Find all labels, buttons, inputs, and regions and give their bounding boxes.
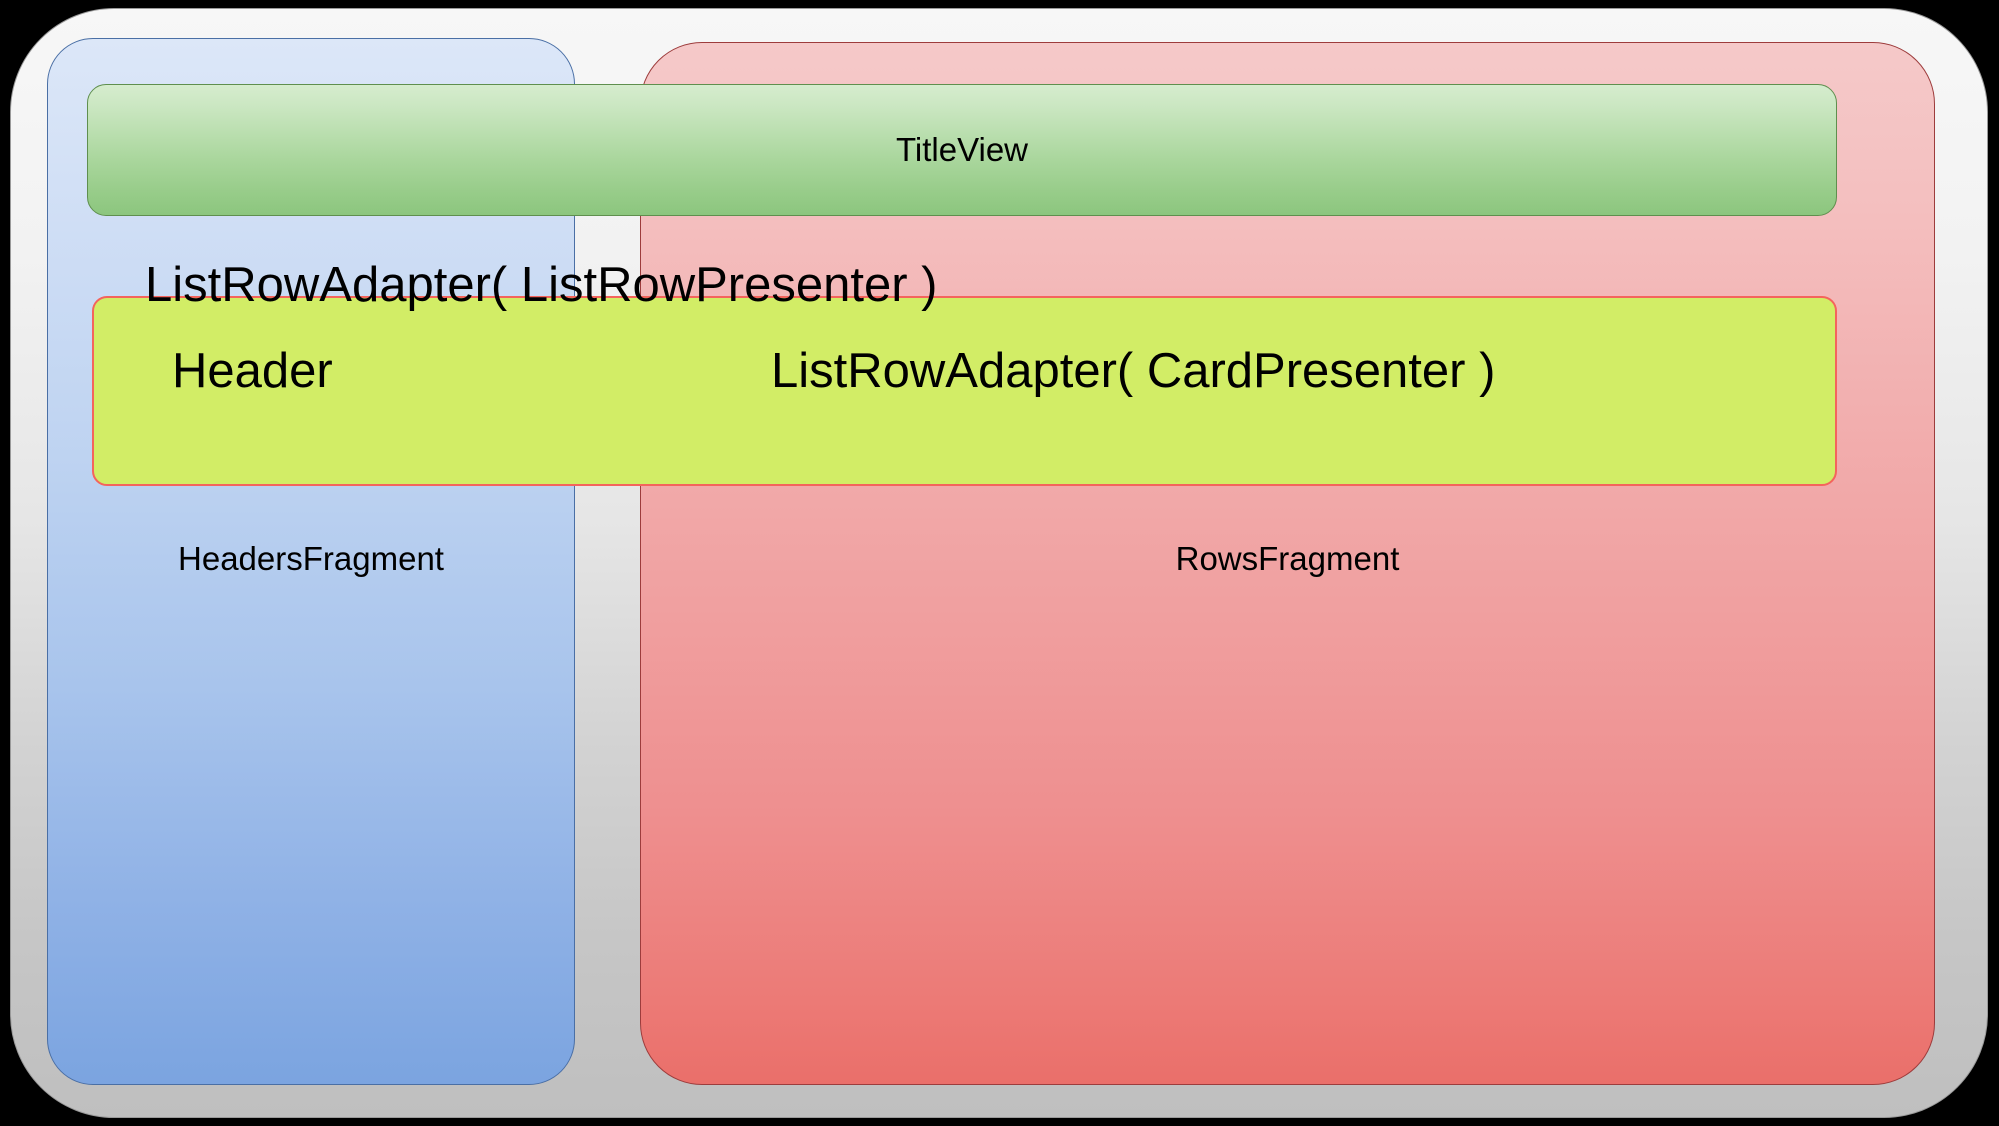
list-row-adapter-presenter-label: ListRowAdapter( ListRowPresenter ) — [145, 258, 938, 312]
headers-fragment-label: HeadersFragment — [178, 540, 444, 577]
list-row-adapter-box — [92, 296, 1837, 486]
title-view-label: TitleView — [895, 131, 1029, 168]
header-label: Header — [172, 344, 333, 398]
list-row-adapter-card-presenter-label: ListRowAdapter( CardPresenter ) — [771, 344, 1496, 398]
title-view-bar: TitleView — [87, 84, 1837, 216]
rows-fragment-label: RowsFragment — [1175, 540, 1400, 577]
